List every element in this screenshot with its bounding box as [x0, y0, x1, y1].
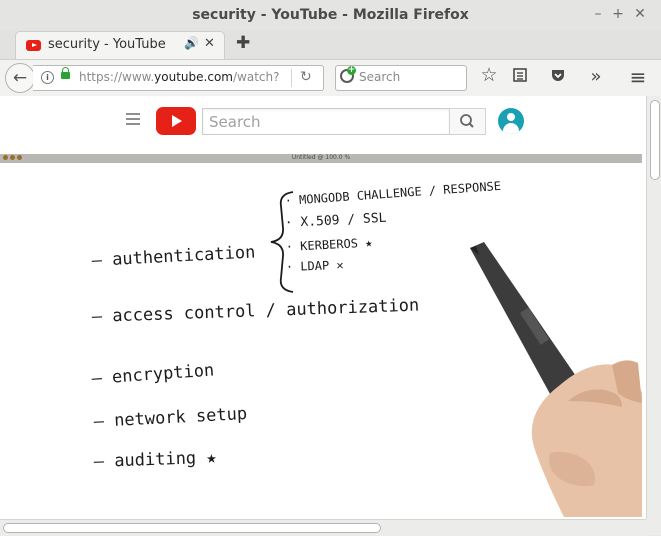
- reader-list-icon[interactable]: [510, 67, 530, 87]
- magnifier-icon: [460, 114, 474, 128]
- menu-icon[interactable]: ≡: [629, 65, 647, 89]
- hamburger-menu-icon[interactable]: [126, 113, 140, 127]
- window-titlebar: security - YouTube - Mozilla Firefox – +…: [0, 0, 661, 31]
- lock-icon: [61, 67, 70, 79]
- search-input[interactable]: Search: [359, 70, 401, 84]
- video-player[interactable]: Untitled @ 100.0 % – authentication · MO…: [0, 154, 642, 517]
- dot-icon: [17, 155, 22, 160]
- youtube-header: Search: [0, 96, 646, 148]
- note-network: – network setup: [93, 404, 247, 432]
- note-sub4: · LDAP ✕: [286, 258, 344, 274]
- horizontal-scrollbar[interactable]: [0, 519, 646, 536]
- youtube-search-input[interactable]: Search: [202, 108, 450, 135]
- add-search-engine-icon: +: [347, 65, 356, 75]
- new-tab-button[interactable]: ✚: [236, 33, 251, 53]
- tab-label: security - YouTube: [48, 37, 166, 52]
- back-button[interactable]: ←: [5, 63, 35, 93]
- note-access: – access control / authorization: [91, 296, 419, 327]
- note-encryption: – encryption: [91, 360, 215, 389]
- maximize-button[interactable]: +: [612, 6, 624, 22]
- overflow-icon[interactable]: »: [590, 66, 602, 87]
- video-window-titlebar: Untitled @ 100.0 %: [0, 154, 642, 163]
- url-bar[interactable]: i https://www.youtube.com/watch? ↻: [33, 65, 324, 91]
- info-icon[interactable]: i: [41, 71, 54, 84]
- tab-youtube[interactable]: security - YouTube 🔊 ✕: [15, 31, 225, 60]
- bookmark-star-icon[interactable]: ☆: [480, 64, 498, 86]
- url-text[interactable]: https://www.youtube.com/watch?: [79, 70, 279, 84]
- dot-icon: [3, 155, 8, 160]
- vertical-scroll-thumb[interactable]: [650, 100, 660, 180]
- tab-bar: security - YouTube 🔊 ✕ ✚: [0, 30, 661, 60]
- brace-mark: [270, 191, 294, 293]
- reload-icon[interactable]: ↻: [300, 69, 312, 85]
- page-content: Search Untitled @ 100.0 % – authenticati…: [0, 96, 646, 519]
- url-separator: [291, 69, 292, 87]
- note-sub3: · KERBEROS ★: [285, 235, 372, 254]
- youtube-logo[interactable]: [156, 107, 196, 135]
- window-title: security - YouTube - Mozilla Firefox: [192, 7, 469, 23]
- close-window-button[interactable]: ✕: [634, 6, 646, 22]
- url-prefix: https://www.: [79, 70, 155, 84]
- avatar[interactable]: [498, 108, 524, 134]
- tab-close-icon[interactable]: ✕: [204, 36, 215, 51]
- dot-icon: [10, 155, 15, 160]
- note-sub1: · MONGODB CHALLENGE / RESPONSE: [284, 179, 501, 208]
- minimize-button[interactable]: –: [594, 6, 602, 22]
- vertical-scrollbar[interactable]: [646, 96, 661, 519]
- youtube-favicon-icon: [26, 40, 41, 51]
- speaker-icon[interactable]: 🔊: [184, 36, 199, 50]
- note-sub2: · X.509 / SSL: [284, 211, 387, 231]
- hand-with-pen: [470, 242, 642, 517]
- search-bar[interactable]: + Search: [335, 65, 467, 91]
- youtube-search-button[interactable]: [449, 108, 486, 135]
- navigation-toolbar: ← i https://www.youtube.com/watch? ↻ + S…: [0, 59, 661, 97]
- url-host: youtube.com: [154, 70, 233, 84]
- note-auditing: – auditing ★: [93, 448, 216, 472]
- note-authentication: – authentication: [91, 242, 256, 271]
- scrollbar-corner: [646, 519, 661, 535]
- pocket-icon[interactable]: [548, 67, 568, 87]
- video-window-title: Untitled @ 100.0 %: [291, 154, 351, 161]
- horizontal-scroll-thumb[interactable]: [3, 523, 381, 533]
- url-path: /watch?: [232, 70, 280, 84]
- handwritten-notes: – authentication · MONGODB CHALLENGE / R…: [91, 179, 642, 517]
- youtube-search-placeholder: Search: [209, 113, 261, 131]
